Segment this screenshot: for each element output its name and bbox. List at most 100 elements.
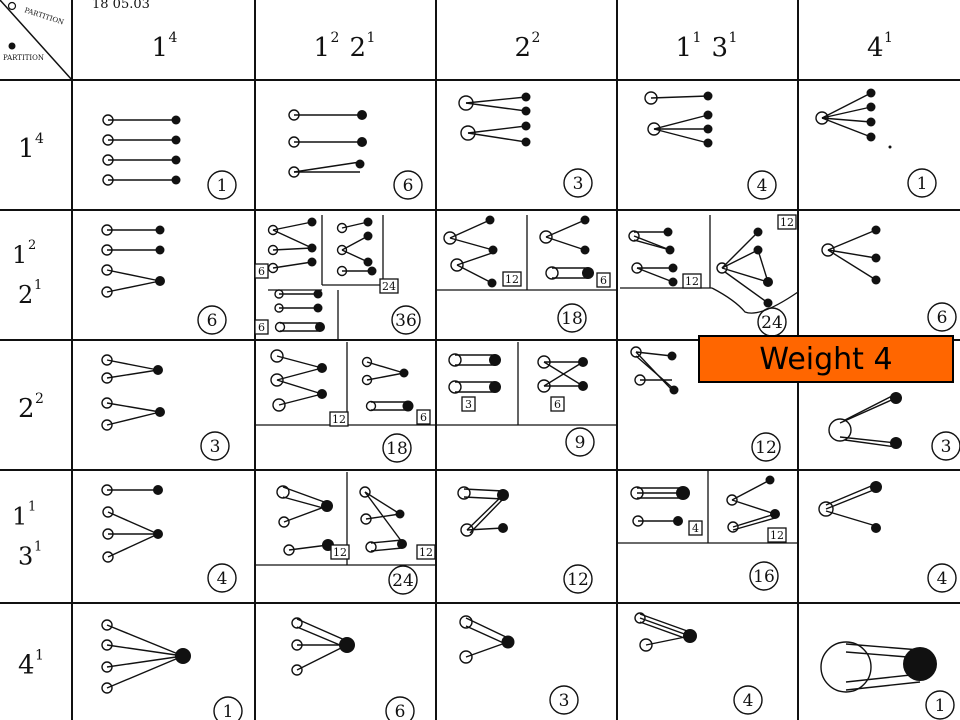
filled-vertex [890,437,902,449]
edge [757,249,769,283]
label-exponent: 4 [35,131,44,147]
count-number: 12 [505,273,519,286]
filled-vertex [866,132,876,142]
filled-vertex [871,523,881,533]
cell-border-curve [711,287,799,314]
total-number: 4 [937,569,948,589]
edge [106,269,161,282]
label-base: 2 [18,394,35,424]
filled-vertex [367,266,377,276]
edge [731,479,771,501]
sub-count-box: 12 [767,527,787,543]
edge [821,117,872,138]
total-number: 24 [392,571,414,591]
edge [370,547,403,552]
count-box [550,396,565,412]
total-number: 3 [559,691,570,711]
edge [645,635,691,646]
open-vertex [365,400,377,412]
corner-filled-dot [8,42,16,50]
total-number: 3 [210,437,221,457]
total-number: 3 [941,437,952,457]
edge [821,106,872,119]
cell-r5-c2: 6 [291,617,415,720]
count-number: 6 [554,398,561,411]
filled-vertex [676,486,690,500]
filled-vertex [669,385,679,395]
cell-r1-c1: 1 [102,114,237,200]
cell-r1-c4: 4 [644,91,777,200]
edge [364,491,401,515]
filled-vertex [489,381,501,393]
count-number: 12 [770,529,784,542]
edge [272,247,313,251]
edge [827,249,877,281]
label-base: 1 [18,134,35,164]
corner-date: 18 05.03 [92,0,150,12]
open-vertex [828,418,852,442]
total-number: 4 [757,176,768,196]
total-number: 6 [207,311,218,331]
cell-r2-c5: 6 [821,225,957,332]
filled-vertex [703,138,713,148]
corner-diagonal [0,0,73,81]
total-number: 4 [743,691,754,711]
count-number: 12 [419,546,433,559]
total-circle [557,303,587,333]
edge [844,439,897,448]
edge [106,624,184,657]
edge [467,132,527,143]
edge [449,237,494,251]
filled-vertex [753,227,763,237]
label-base: 4 [18,651,35,681]
filled-vertex [153,485,163,495]
total-circle [747,170,777,200]
cell-total-3-4: 12 [751,432,781,462]
filled-vertex [357,137,367,147]
edge [107,511,159,535]
edge [366,372,405,381]
label-exponent: 1 [693,30,702,46]
open-vertex [457,486,471,500]
filled-vertex [317,363,327,373]
edge [545,219,586,238]
total-circle [749,561,779,591]
total-circle [197,305,227,335]
edge [465,96,527,104]
total-number: 6 [395,702,406,720]
cell-r4-c3: 12 [457,486,593,594]
filled-vertex [498,523,508,533]
count-box [502,271,522,287]
filled-vertex [763,277,773,287]
filled-vertex [578,381,588,391]
edge [456,264,493,284]
filled-vertex [315,322,325,332]
cell-r2-c1: 6 [101,224,227,335]
total-number: 18 [386,439,408,459]
edge [635,351,673,391]
edge [341,235,369,251]
edge [272,221,313,231]
filled-vertex [489,354,501,366]
edge [839,436,897,444]
count-number: 12 [685,275,699,288]
total-number: 3 [573,174,584,194]
label-exponent: 1 [884,30,893,46]
sub-count-box: 12 [502,271,522,287]
filled-vertex [363,257,373,267]
edge [639,613,691,633]
total-circle [200,431,230,461]
edge [463,488,504,492]
edge [469,497,505,534]
count-number: 6 [258,265,265,278]
label-base: 2 [350,33,367,63]
total-number: 12 [755,438,777,458]
stray-dot [888,145,892,149]
filled-vertex [171,175,181,185]
weight-label: Weight 4 [698,335,954,383]
corner-label-bottom: PARTITION [3,54,44,62]
